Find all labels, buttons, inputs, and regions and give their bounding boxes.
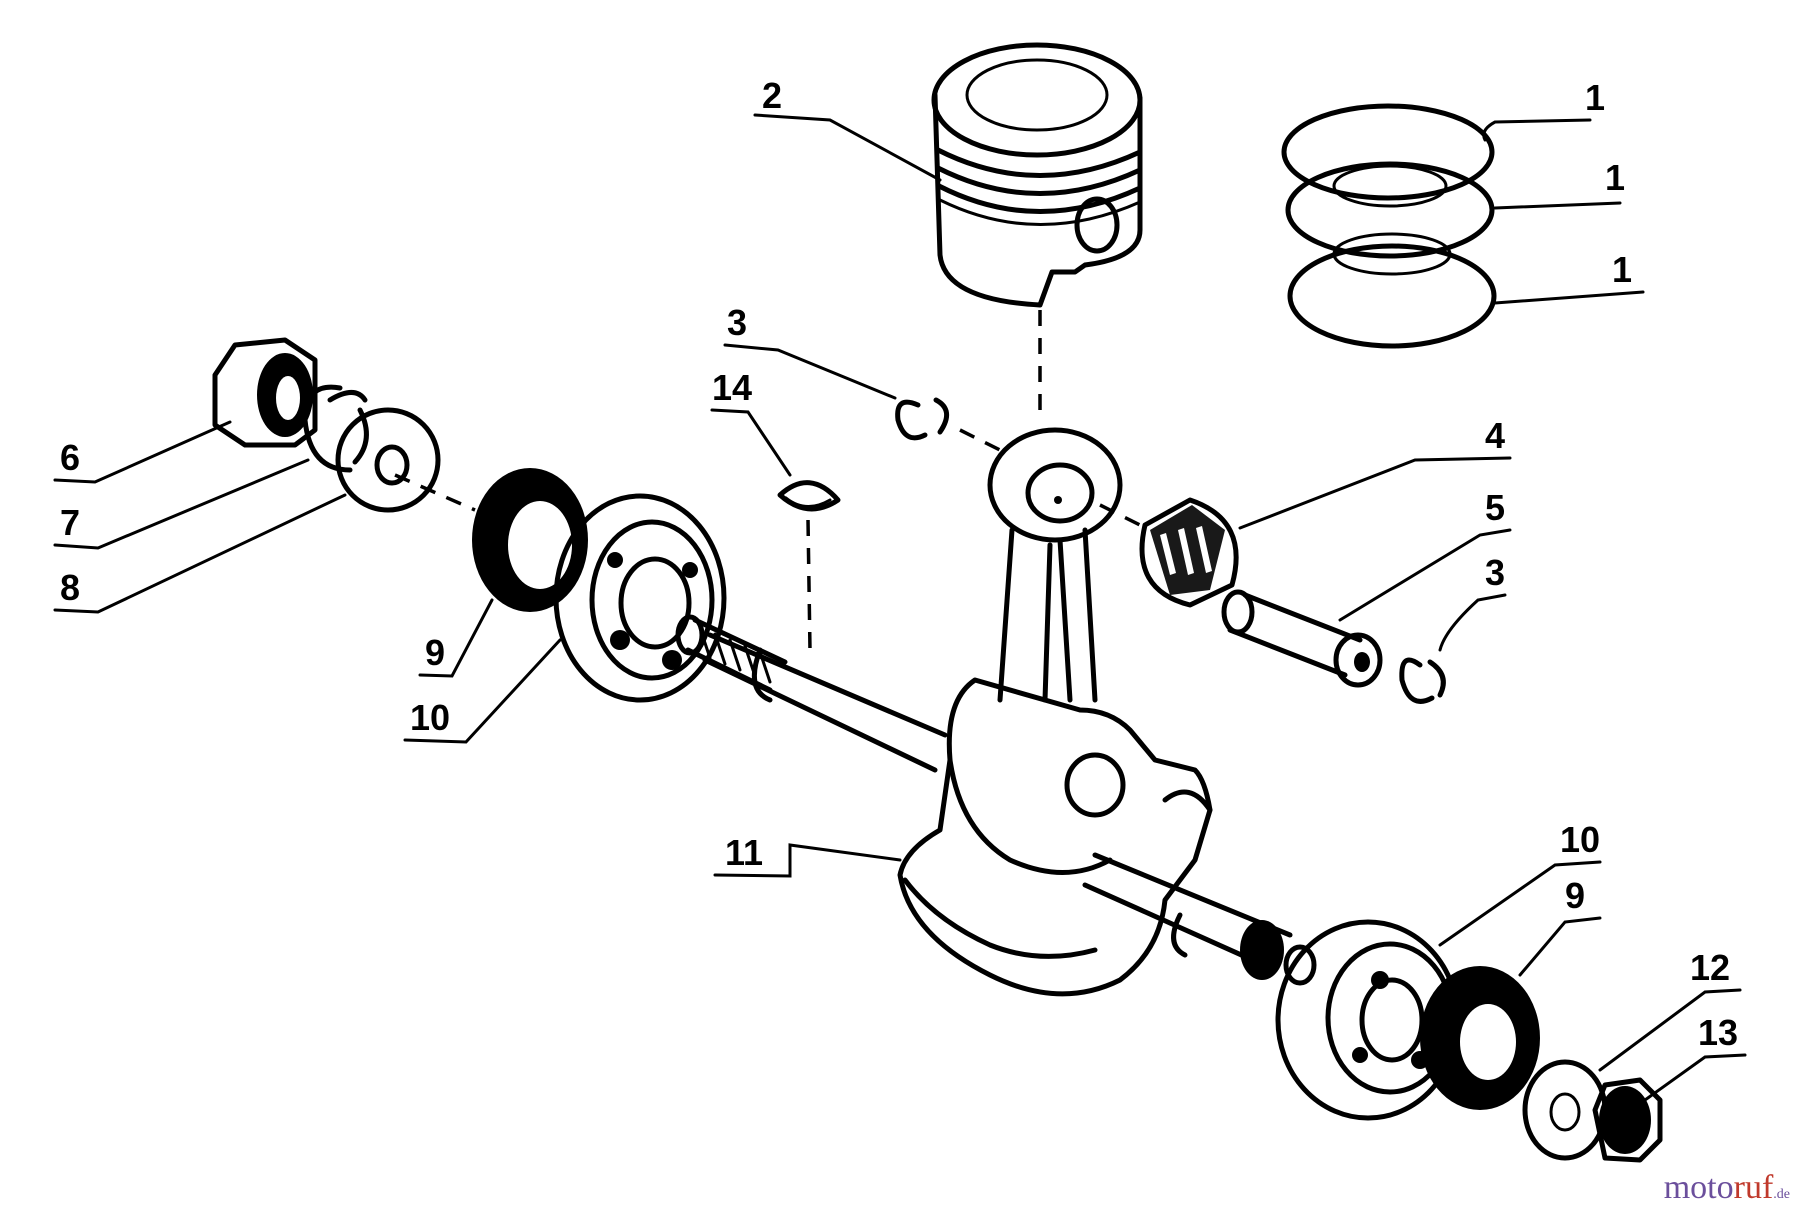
woodruff-key[interactable] — [777, 480, 841, 512]
callout-5: 5 — [1485, 487, 1505, 528]
circlip-right[interactable] — [1399, 657, 1446, 704]
callout-10a: 10 — [410, 697, 450, 738]
callout-1c: 1 — [1612, 249, 1632, 290]
callout-4: 4 — [1485, 415, 1505, 456]
callout-11: 11 — [725, 832, 763, 873]
callout-6: 6 — [60, 437, 80, 478]
crankshaft-assembly[interactable] — [675, 427, 1317, 997]
callout-12: 12 — [1690, 947, 1730, 988]
callout-8: 8 — [60, 567, 80, 608]
shaft-seal-right[interactable] — [1420, 966, 1540, 1110]
callout-10b: 10 — [1560, 819, 1600, 860]
ball-bearing-left[interactable] — [553, 493, 727, 703]
nut-right[interactable] — [1592, 1077, 1663, 1163]
callout-3b: 3 — [1485, 552, 1505, 593]
needle-bearing[interactable] — [1139, 497, 1239, 608]
piston-ring-3[interactable] — [1287, 243, 1497, 349]
piston[interactable] — [931, 42, 1143, 308]
callout-14: 14 — [712, 367, 752, 408]
callout-9a: 9 — [425, 632, 445, 673]
callout-13: 13 — [1698, 1012, 1738, 1053]
nut-left[interactable] — [212, 337, 318, 448]
watermark: motoruf.de — [1663, 1169, 1790, 1206]
callout-1b: 1 — [1605, 157, 1625, 198]
callout-9b: 9 — [1565, 875, 1585, 916]
leader-lines — [53, 113, 1747, 1102]
circlip-left[interactable] — [895, 397, 949, 441]
callout-3a: 3 — [727, 302, 747, 343]
callout-1a: 1 — [1585, 77, 1605, 118]
assembly-lines — [394, 310, 1141, 651]
callout-7: 7 — [60, 502, 80, 543]
callout-2: 2 — [762, 75, 782, 116]
callout-labels: 1 1 1 2 3 14 4 5 3 6 7 8 9 10 11 10 9 12… — [60, 75, 1738, 1053]
piston-ring-1[interactable] — [1281, 103, 1495, 208]
piston-pin[interactable] — [1221, 589, 1383, 688]
flat-washer-left[interactable] — [335, 407, 441, 513]
